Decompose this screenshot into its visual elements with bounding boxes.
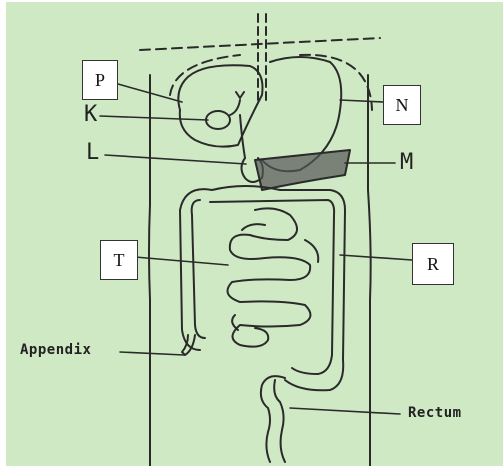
label-box-n: N — [383, 85, 421, 125]
label-k: K — [84, 102, 97, 127]
leader-r — [340, 255, 412, 260]
label-box-p: P — [82, 60, 118, 100]
leader-l — [105, 155, 246, 164]
label-r: R — [427, 254, 439, 275]
pancreas — [255, 150, 350, 190]
label-l: L — [86, 140, 99, 165]
label-n: N — [396, 95, 409, 116]
label-box-t: T — [100, 240, 138, 280]
leader-n — [340, 100, 383, 102]
torso-left-outline — [149, 75, 150, 466]
torso-right-outline — [368, 75, 371, 466]
rectum — [261, 376, 285, 462]
bile-duct — [230, 92, 245, 158]
leader-appendix — [120, 352, 184, 355]
label-t: T — [114, 250, 125, 271]
label-rectum: Rectum — [408, 405, 462, 421]
colon-inner — [192, 200, 334, 374]
small-intestine — [228, 208, 319, 346]
label-box-r: R — [412, 243, 454, 285]
leader-k — [100, 116, 208, 120]
label-p: P — [95, 70, 105, 91]
diaphragm-dashed — [140, 38, 380, 50]
colon-outer — [180, 186, 345, 390]
label-m: M — [400, 150, 413, 175]
gall-bladder — [206, 111, 230, 129]
label-appendix: Appendix — [20, 342, 91, 358]
leader-rectum — [290, 408, 400, 414]
liver — [178, 65, 262, 146]
